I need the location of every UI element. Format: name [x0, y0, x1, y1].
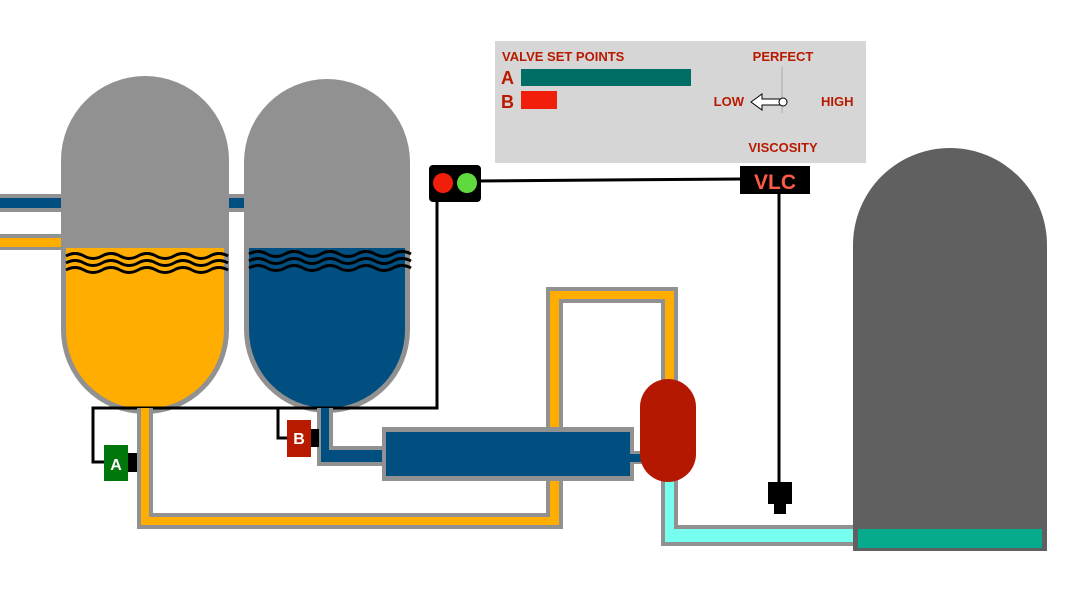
status-light: [429, 165, 481, 202]
pipe-b-to-heat-exchanger: [317, 408, 390, 466]
setpoint-b-label: B: [501, 92, 514, 112]
feed-pipe-a: [0, 234, 75, 250]
status-light-green: [457, 173, 477, 193]
tank-a-fluid: [66, 248, 224, 409]
output-tank: [853, 148, 1047, 551]
signal-wires: [91, 177, 781, 485]
status-light-red: [433, 173, 453, 193]
feed-pipe-a-fluid: [0, 238, 74, 247]
tank-a: [61, 76, 229, 414]
gauge-viscosity-label: VISCOSITY: [748, 140, 818, 155]
valve-a-actuator: [126, 453, 137, 472]
heat-exchanger-fluid: [386, 432, 630, 476]
valve-b[interactable]: B: [287, 420, 319, 457]
gauge-low-label: LOW: [714, 94, 745, 109]
tank-b-fluid: [249, 248, 405, 408]
signal-wire-valve-b: [276, 408, 290, 440]
signal-wire-vlc: [477, 177, 743, 183]
signal-wire-valve-a: [91, 198, 439, 464]
setpoint-a-bar[interactable]: [521, 69, 691, 86]
output-tank-shell: [853, 148, 1047, 551]
tank-a-waves: [65, 252, 229, 274]
vlc-controller[interactable]: VLC: [740, 166, 810, 194]
product-pipe-fluid: [665, 470, 860, 542]
tank-b-waves: [248, 250, 412, 272]
valve-b-body: [287, 420, 311, 457]
valve-b-actuator: [309, 429, 319, 447]
gauge-perfect-label: PERFECT: [753, 49, 814, 64]
gauge-pointer-arrow-icon: [750, 93, 788, 111]
output-tank-fluid: [858, 529, 1042, 548]
product-pipe: [661, 470, 860, 546]
valve-a-body: [104, 445, 128, 481]
vlc-box: [740, 166, 810, 194]
setpoint-a-label: A: [501, 68, 514, 88]
gauge-pivot: [778, 97, 788, 107]
setpoint-b-bar[interactable]: [521, 91, 557, 109]
tank-b: [244, 79, 412, 413]
viscosity-sensor: [768, 482, 792, 514]
valve-setpoint-panel: VALVE SET POINTS A B PERFECT LOW HIGH VI…: [495, 41, 866, 163]
vlc-label: VLC: [754, 171, 796, 194]
valve-b-label: B: [293, 431, 305, 448]
gauge-high-label: HIGH: [821, 94, 854, 109]
mixer-vessel: [640, 379, 696, 482]
heat-exchanger: [382, 427, 650, 481]
valve-a[interactable]: A: [104, 445, 137, 481]
valve-a-label: A: [110, 457, 122, 474]
panel-title: VALVE SET POINTS: [502, 49, 625, 64]
